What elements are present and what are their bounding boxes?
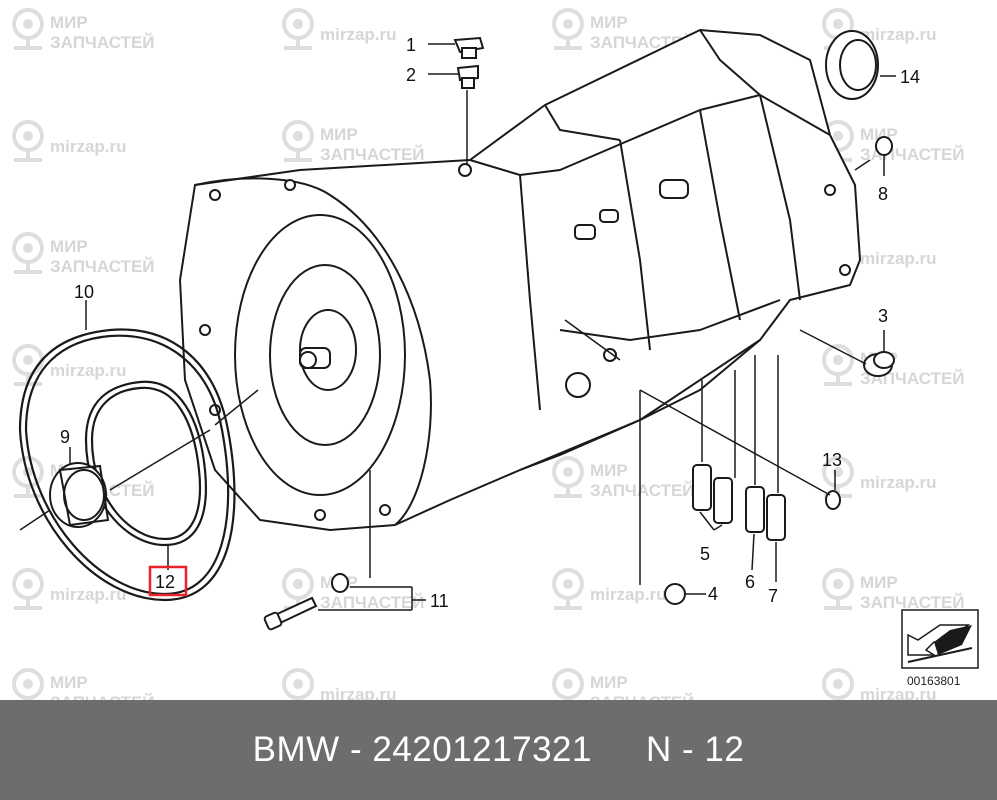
location-pin-icon (12, 668, 44, 700)
part-1-2-plugs (453, 36, 485, 89)
watermark-domain: mirzap.ru (860, 249, 937, 268)
part-number: 24201217321 (372, 730, 592, 769)
callout-12[interactable]: 12 (155, 572, 175, 592)
footer-separator-2: - (681, 730, 695, 769)
callout-8[interactable]: 8 (878, 184, 888, 204)
watermark-line2: ЗАПЧАСТЕЙ (50, 257, 155, 276)
watermark-domain: mirzap.ru (320, 25, 397, 44)
callout-1[interactable]: 1 (406, 35, 416, 55)
callout-10[interactable]: 10 (74, 282, 94, 302)
callout-7[interactable]: 7 (768, 586, 778, 606)
location-pin-icon (282, 120, 314, 162)
watermark-line1: МИР (590, 13, 628, 32)
watermark-domain: mirzap.ru (50, 585, 127, 604)
watermark-line2: ЗАПЧАСТЕЙ (50, 693, 155, 700)
callout-14[interactable]: 14 (900, 67, 920, 87)
location-pin-icon (282, 668, 314, 700)
location-pin-icon (12, 232, 44, 274)
position-label: N (645, 730, 672, 769)
location-pin-icon (552, 456, 584, 498)
watermark-domain: mirzap.ru (590, 585, 667, 604)
location-pin-icon (822, 668, 854, 700)
brand-name: BMW (252, 730, 340, 769)
watermark-domain: mirzap.ru (50, 137, 127, 156)
watermark-line1: МИР (860, 573, 898, 592)
watermark-line1: МИР (50, 673, 88, 692)
watermark-line2: ЗАПЧАСТЕЙ (50, 33, 155, 52)
watermark-line1: МИР (50, 13, 88, 32)
position-value: 12 (704, 730, 745, 769)
location-pin-icon (822, 568, 854, 610)
callout-6[interactable]: 6 (745, 572, 755, 592)
watermark-line2: ЗАПЧАСТЕЙ (590, 481, 695, 500)
watermark: mirzap.ru (552, 568, 667, 610)
watermark: mirzap.ru (12, 568, 127, 610)
callout-3[interactable]: 3 (878, 306, 888, 326)
callout-4[interactable]: 4 (708, 584, 718, 604)
callout-5[interactable]: 5 (700, 544, 710, 564)
footer-bar: BMW - 24201217321 N - 12 (0, 700, 997, 800)
watermark-domain: mirzap.ru (860, 25, 937, 44)
location-pin-icon (12, 568, 44, 610)
watermark-line1: МИР (590, 461, 628, 480)
part-11-bolt (263, 596, 318, 631)
arrow-view-icon (901, 609, 979, 669)
watermark-line2: ЗАПЧАСТЕЙ (320, 145, 425, 164)
location-pin-icon (12, 8, 44, 50)
part-9-shaft-seal (49, 462, 110, 528)
watermark-line2: ЗАПЧАСТЕЙ (590, 693, 695, 700)
watermark: mirzap.ru (282, 668, 397, 700)
location-pin-icon (12, 120, 44, 162)
part-12-sealing-ring (84, 380, 207, 547)
torque-converter (234, 214, 406, 496)
watermark: mirzap.ru (282, 8, 397, 50)
part-14-seal (825, 30, 879, 100)
small-plugs (331, 136, 895, 605)
watermark-line2: ЗАПЧАСТЕЙ (320, 593, 425, 612)
watermark-line1: МИР (590, 673, 628, 692)
highlight-box-12 (148, 565, 188, 597)
watermark-domain: mirzap.ru (50, 361, 127, 380)
watermark-domain: mirzap.ru (860, 473, 937, 492)
callout-9[interactable]: 9 (60, 427, 70, 447)
watermark-line1: МИР (50, 237, 88, 256)
parts-5-6-7-sleeves (692, 464, 786, 541)
callout-11[interactable]: 11 (430, 591, 449, 611)
watermark-line1: МИР (320, 125, 358, 144)
location-pin-icon (822, 344, 854, 386)
watermark-line2: ЗАПЧАСТЕЙ (860, 593, 965, 612)
part-10-gasket (18, 328, 236, 602)
location-pin-icon (552, 568, 584, 610)
watermark: mirzap.ru (12, 120, 127, 162)
watermark: mirzap.ru (822, 668, 937, 700)
watermark-domain: mirzap.ru (320, 685, 397, 700)
diagram-code: 00163801 (907, 674, 961, 688)
callout-2[interactable]: 2 (406, 65, 416, 85)
location-pin-icon (552, 8, 584, 50)
callout-13[interactable]: 13 (822, 450, 842, 470)
footer-separator: - (349, 730, 363, 769)
location-pin-icon (282, 8, 314, 50)
watermark-domain: mirzap.ru (860, 685, 937, 700)
watermark: mirzap.ru (822, 456, 937, 498)
location-pin-icon (552, 668, 584, 700)
